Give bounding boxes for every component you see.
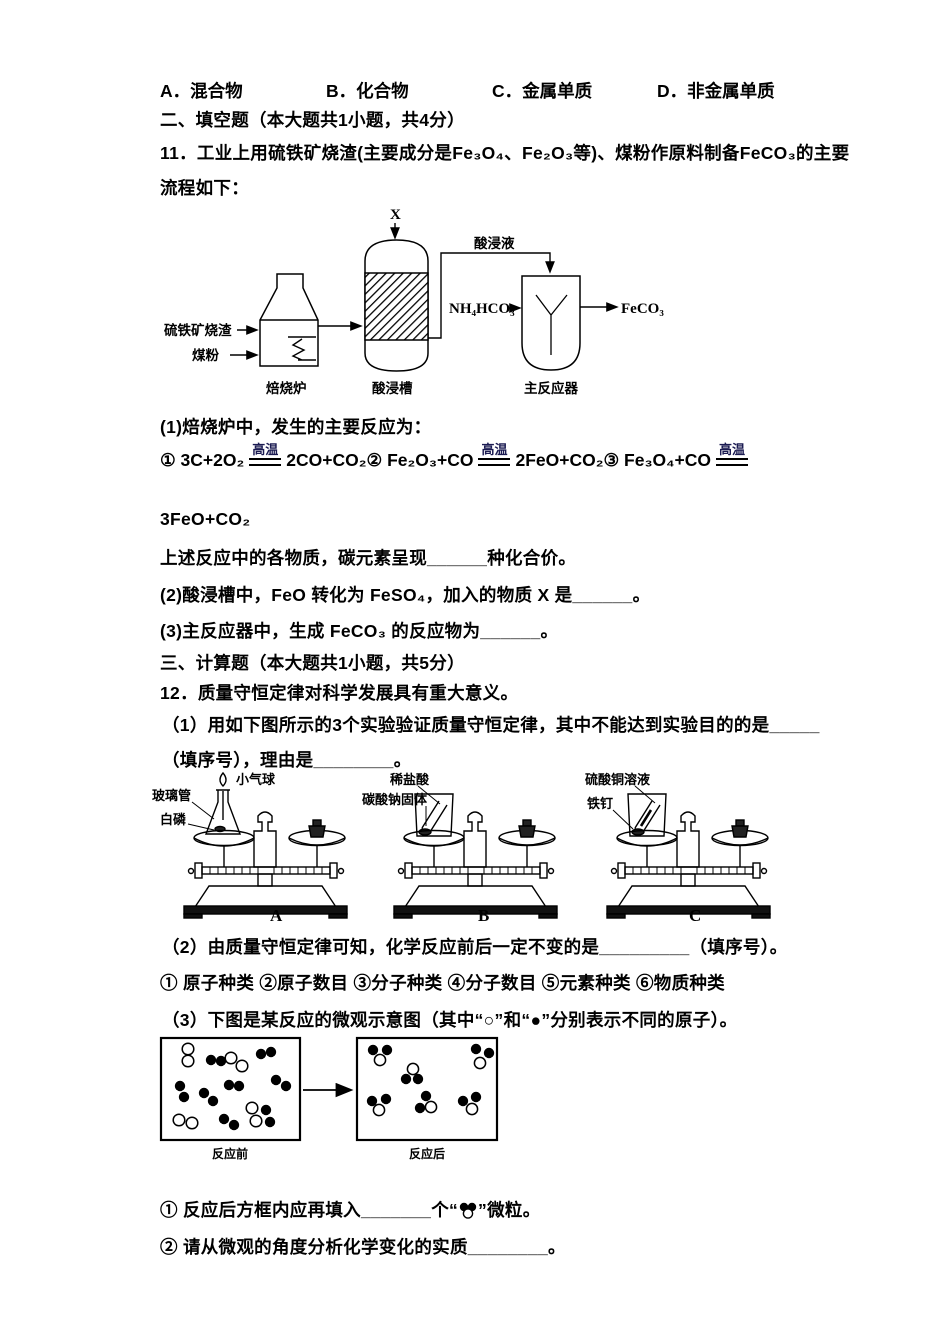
section3-heading: 三、计算题（本大题共1小题，共5分） <box>160 653 465 673</box>
option-c: C．金属单质 <box>492 81 593 101</box>
balloon-shape <box>219 771 227 787</box>
before-label: 反应前 <box>212 1146 248 1161</box>
balance-C-letter: C <box>689 906 701 925</box>
balance-B-letter: B <box>478 906 489 925</box>
q11-part2: (2)酸浸槽中，FeO 转化为 FeSO₄，加入的物质 X 是______。 <box>160 585 651 605</box>
q11-intro-line2: 流程如下： <box>160 178 249 198</box>
balance-A-letter: A <box>270 906 283 925</box>
q12-sub1: ① 反应后方框内应再填入_______个“ ”微粒。 <box>160 1197 541 1222</box>
q12-part3: （3）下图是某反应的微观示意图（其中“○”和“●”分别表示不同的原子）。 <box>162 1010 738 1030</box>
after-label: 反应后 <box>409 1146 445 1161</box>
flow-diagram: X 硫铁矿烧渣 煤粉 酸浸液 NH₄HCO₃ FeCO₃ 焙烧炉 酸浸槽 主反应… <box>164 207 664 396</box>
main-reactor-vessel <box>521 275 581 371</box>
after-box <box>355 1036 499 1142</box>
q12-sub1-text-a: ① 反应后方框内应再填入_______个“ <box>160 1200 459 1220</box>
leach-tank-caption: 酸浸槽 <box>372 380 413 396</box>
dilute-hcl-label: 稀盐酸 <box>390 772 430 787</box>
before-box <box>159 1036 302 1142</box>
feco3-label: FeCO₃ <box>621 301 664 317</box>
q12-part2-options: ① 原子种类 ②原子数目 ③分子种类 ④分子数目 ⑤元素种类 ⑥物质种类 <box>160 973 725 993</box>
eq2-right: 2FeO+CO₂ <box>515 450 604 470</box>
balance-A-figure: 小气球 玻璃管 白磷 A <box>152 771 348 925</box>
option-b: B．化合物 <box>326 81 409 101</box>
q12-intro: 12．质量守恒定律对科学发展具有重大意义。 <box>160 683 519 703</box>
coal-powder-label: 煤粉 <box>192 347 219 363</box>
balance-B-figure: 稀盐酸 碳酸钠固体 B <box>362 772 558 925</box>
sodium-carbonate-label: 碳酸钠固体 <box>362 792 428 807</box>
iron-nail-shape <box>639 809 653 827</box>
q11-intro-line1: 11．工业上用硫铁矿烧渣(主要成分是Fe₃O₄、Fe₂O₃等)、煤粉作原料制备F… <box>160 143 850 163</box>
eq2-left: ② Fe₂O₃+CO <box>366 450 474 470</box>
eq2-condition: 高温 <box>478 443 511 466</box>
pyrite-cinder-label: 硫铁矿烧渣 <box>164 322 232 338</box>
eq3-left: ③ Fe₃O₄+CO <box>603 450 711 470</box>
iron-nail-label: 铁钉 <box>586 796 613 811</box>
micro-diagram: 反应前 反应后 <box>159 1036 499 1161</box>
option-a: A．混合物 <box>160 81 243 101</box>
beaker-shape <box>627 793 667 837</box>
beaker-shape <box>414 793 454 837</box>
flask-shape <box>204 789 242 835</box>
q12-sub2: ② 请从微观的角度分析化学变化的实质________。 <box>160 1237 566 1257</box>
balance-C-figure: 硫酸铜溶液 铁钉 C <box>585 772 771 925</box>
q11-part3: (3)主反应器中，生成 FeCO₃ 的反应物为______。 <box>160 621 559 641</box>
eq1-left: ① 3C+2O₂ <box>160 450 245 470</box>
x-feed-label: X <box>390 207 401 223</box>
eq3-condition: 高温 <box>715 443 748 466</box>
q12-part1-line1: （1）用如下图所示的3个实验验证质量守恒定律，其中不能达到实验目的的是_____ <box>162 715 820 735</box>
eq1-right: 2CO+CO₂ <box>286 450 367 470</box>
leach-liquid-line <box>428 252 555 339</box>
eq3-product: 3FeO+CO₂ <box>160 509 251 529</box>
leach-tank-vessel <box>364 239 429 372</box>
balloon-label: 小气球 <box>236 772 276 787</box>
q12-part1-line2: （填序号），理由是________。 <box>162 750 412 770</box>
furnace-caption: 焙烧炉 <box>266 380 307 396</box>
main-reactor-caption: 主反应器 <box>524 380 578 396</box>
white-phosphorus-label: 白磷 <box>160 812 187 827</box>
cuso4-solution-label: 硫酸铜溶液 <box>585 772 650 787</box>
q11-part1-question: 上述反应中的各物质，碳元素呈现______种化合价。 <box>160 548 577 568</box>
product-molecule-icon <box>459 1202 477 1219</box>
q11-part1-label: (1)焙烧炉中，发生的主要反应为： <box>160 417 432 437</box>
eq1-condition: 高温 <box>249 443 282 466</box>
q11-equations: ① 3C+2O₂ 高温 2CO+CO₂ ② Fe₂O₃+CO 高温 2FeO+C… <box>160 443 753 472</box>
leach-liquid-label: 酸浸液 <box>474 235 515 251</box>
nh4hco3-label: NH₄HCO₃ <box>449 301 515 317</box>
q12-part2: （2）由质量守恒定律可知，化学反应前后一定不变的是_________（填序号）。 <box>162 937 788 957</box>
section2-heading: 二、填空题（本大题共1小题，共4分） <box>160 110 465 130</box>
option-d: D．非金属单质 <box>657 81 775 101</box>
furnace-vessel <box>259 273 319 367</box>
q12-sub1-text-b: ”微粒。 <box>478 1200 541 1220</box>
glass-tube-label: 玻璃管 <box>152 788 191 803</box>
